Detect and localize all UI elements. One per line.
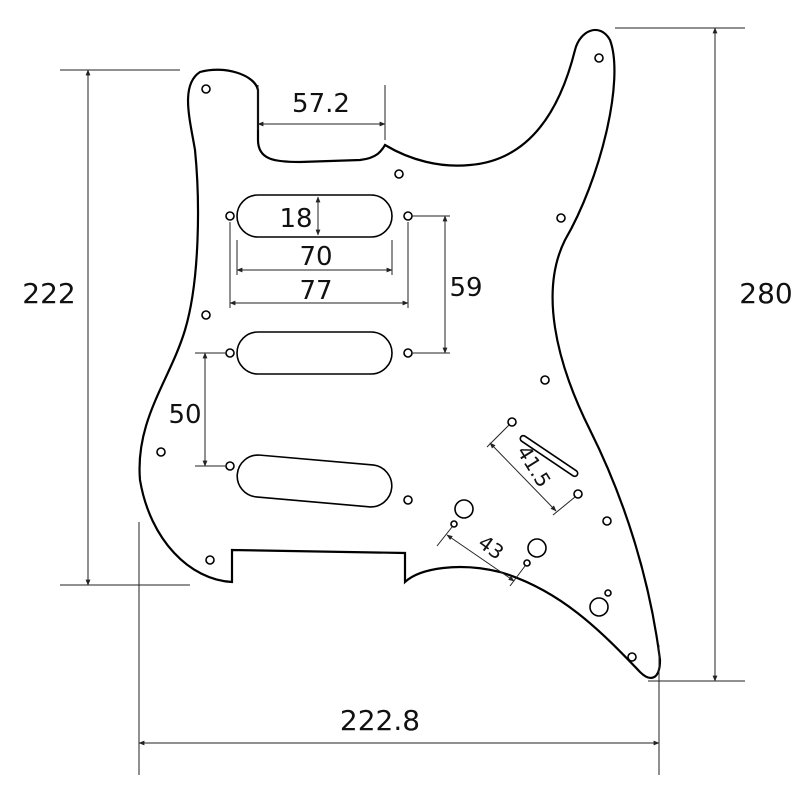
middle-pickup-slot [236, 331, 393, 375]
dim-height-right: 280 [739, 277, 792, 310]
dim-pickup-width: 18 [279, 204, 312, 234]
pickguard-outline [138, 28, 662, 679]
neck-pickup-slot [236, 194, 393, 238]
dim-neck-middle-spacing: 59 [449, 273, 482, 303]
dim-height-left: 222 [22, 277, 75, 310]
dim-overall-width: 222.8 [340, 704, 420, 737]
dim-middle-bridge-spacing: 50 [168, 400, 201, 430]
dim-pickup-length: 70 [299, 242, 332, 272]
dim-neck-pocket-width: 57.2 [292, 89, 350, 119]
dimension-lines [60, 27, 745, 775]
pot-holes [454, 499, 609, 617]
screw-holes [156, 53, 637, 662]
dim-pickup-mount-spacing: 77 [299, 276, 332, 306]
bridge-pickup-slot [236, 454, 393, 508]
